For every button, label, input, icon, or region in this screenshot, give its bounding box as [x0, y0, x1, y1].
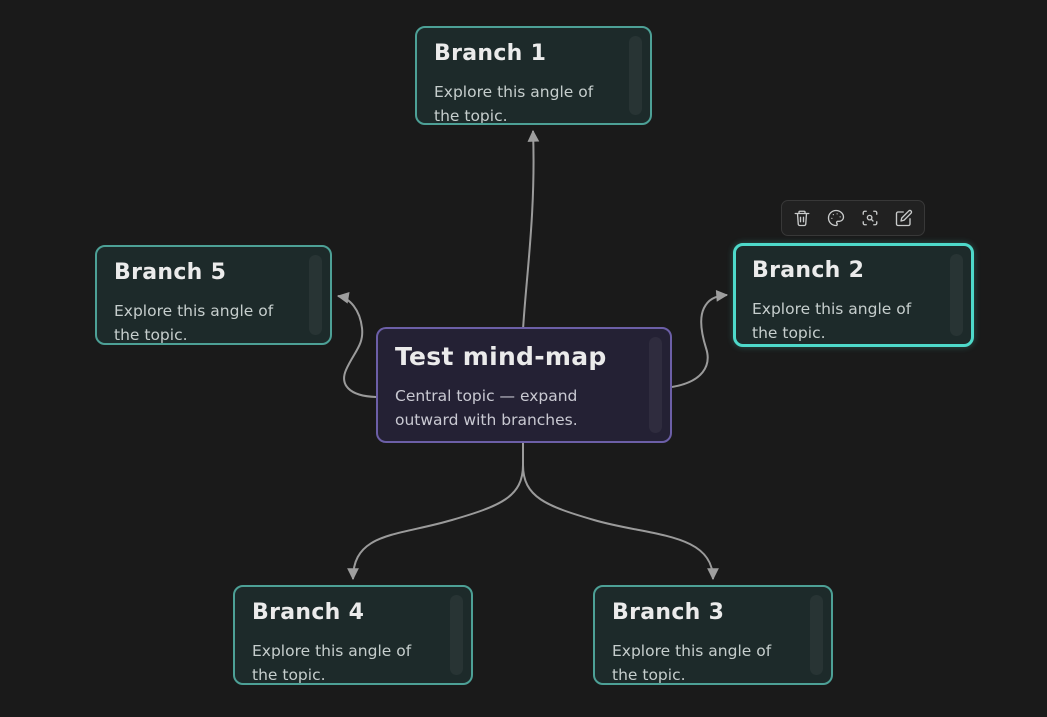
- node-title: Branch 3: [612, 600, 725, 625]
- node-body: Explore this angle of the topic.: [434, 83, 594, 125]
- node-body: Explore this angle of the topic.: [114, 302, 274, 344]
- node-scrollbar: [950, 254, 963, 336]
- node-context-toolbar: [781, 200, 925, 236]
- node-scrollbar: [649, 337, 662, 433]
- connector-central-to-branch-4: [347, 464, 524, 581]
- node-branch-2[interactable]: Branch 2 Explore this angle of the topic…: [733, 243, 974, 347]
- node-body: Explore this angle of the topic.: [252, 642, 412, 684]
- node-branch-5[interactable]: Branch 5 Explore this angle of the topic…: [95, 245, 332, 345]
- node-title: Test mind-map: [395, 342, 607, 371]
- delete-node-button[interactable]: [787, 203, 817, 233]
- node-title: Branch 4: [252, 600, 365, 625]
- scan-search-icon: [862, 210, 878, 226]
- trash-icon: [794, 210, 810, 227]
- node-title: Branch 5: [114, 260, 227, 285]
- edit-icon: [895, 209, 913, 227]
- connector-central-to-branch-1: [522, 129, 540, 331]
- node-branch-1[interactable]: Branch 1 Explore this angle of the topic…: [415, 26, 652, 125]
- node-body: Central topic — expand outward with bran…: [395, 387, 578, 429]
- node-scrollbar: [629, 36, 642, 115]
- connector-central-to-branch-2: [671, 289, 729, 388]
- node-central[interactable]: Test mind-map Central topic — expand out…: [376, 327, 672, 443]
- node-color-button[interactable]: [821, 203, 851, 233]
- node-title: Branch 2: [752, 258, 865, 283]
- node-scrollbar: [450, 595, 463, 675]
- node-body: Explore this angle of the topic.: [752, 300, 912, 342]
- node-body: Explore this angle of the topic.: [612, 642, 772, 684]
- node-scrollbar: [309, 255, 322, 335]
- node-scrollbar: [810, 595, 823, 675]
- palette-icon: [827, 209, 845, 227]
- connector-central-to-branch-3: [522, 464, 719, 581]
- focus-node-button[interactable]: [855, 203, 885, 233]
- connector-central-to-branch-5: [336, 291, 377, 398]
- node-branch-4[interactable]: Branch 4 Explore this angle of the topic…: [233, 585, 473, 685]
- node-title: Branch 1: [434, 41, 547, 66]
- edit-node-button[interactable]: [889, 203, 919, 233]
- node-branch-3[interactable]: Branch 3 Explore this angle of the topic…: [593, 585, 833, 685]
